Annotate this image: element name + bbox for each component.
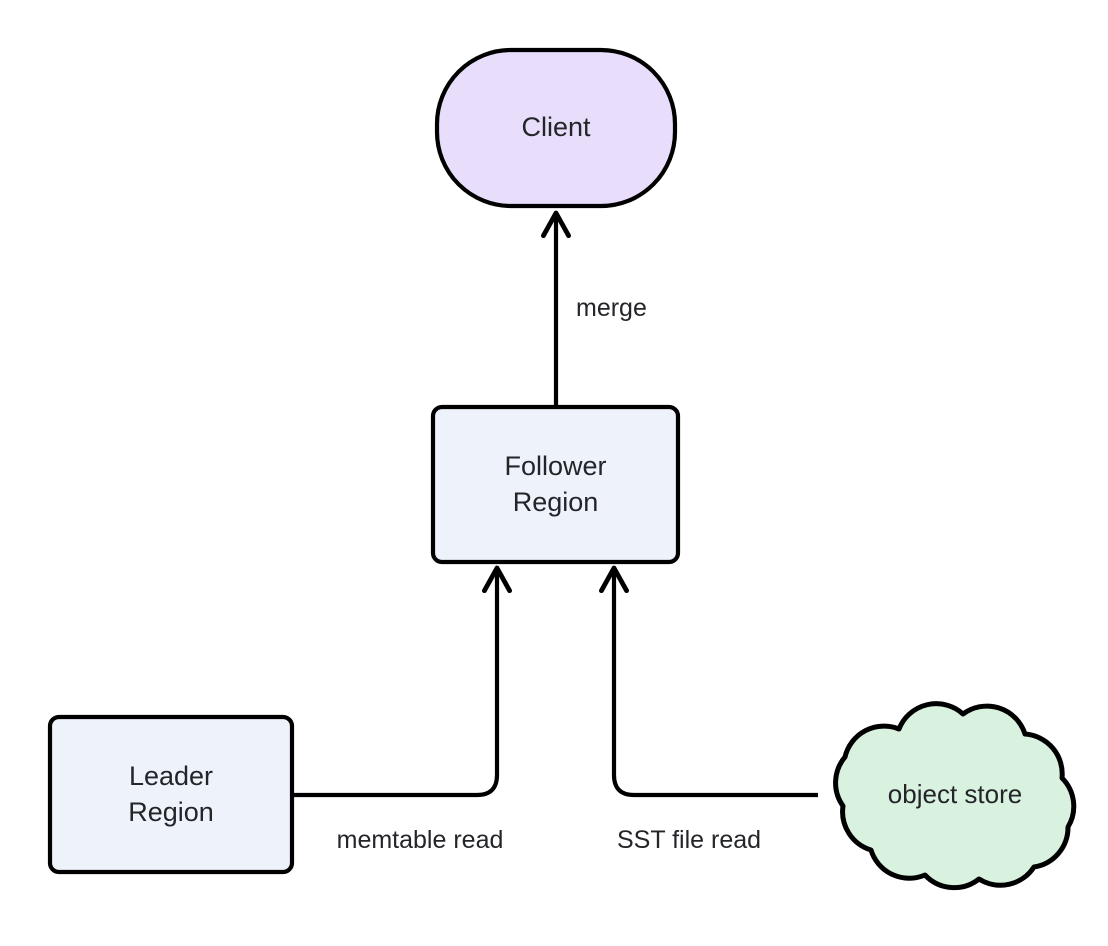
edge-sst-file-read[interactable]: [599, 565, 818, 798]
node-shape-follower-region[interactable]: [430, 404, 681, 565]
node-shape-leader-region[interactable]: [47, 714, 295, 875]
edge-label-sst-file-read: SST file read: [616, 826, 762, 854]
edge-memtable-read[interactable]: [292, 565, 512, 798]
node-shape-object-store[interactable]: [833, 701, 1077, 891]
edge-label-memtable-read: memtable read: [336, 826, 504, 854]
edge-label-merge: merge: [576, 294, 647, 322]
node-shape-client[interactable]: [434, 47, 678, 209]
